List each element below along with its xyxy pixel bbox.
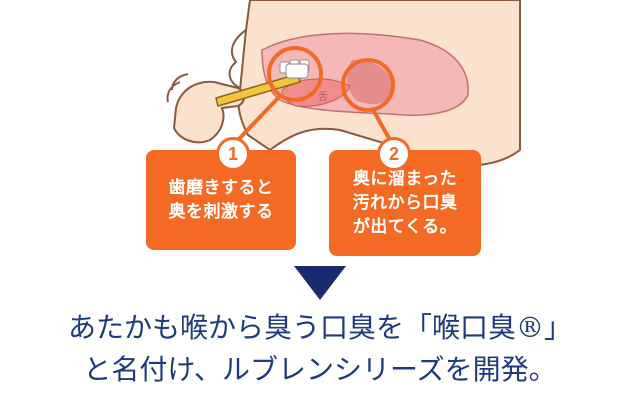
toothbrush-head — [285, 63, 309, 79]
callout-text-2: 奥に溜まった 汚れから口臭 が出てくる。 — [352, 169, 458, 237]
down-triangle-icon — [294, 266, 346, 300]
callout-box-1: 歯磨きすると 奥を刺激する — [146, 150, 296, 250]
connector-line-2 — [370, 107, 392, 141]
throat-area — [347, 59, 394, 105]
tongue-label: 舌 — [318, 91, 328, 103]
lip-contour — [228, 29, 247, 89]
callout-number-2: 2 — [377, 137, 411, 171]
highlight-circle-2 — [341, 58, 395, 112]
headline-line-2: と名付け、ルブレンシリーズを開発。 — [83, 353, 557, 386]
hand-motion-lines — [166, 73, 189, 103]
highlight-circle-1 — [267, 46, 323, 102]
hand-icon — [172, 80, 245, 144]
headline-line-1: あたかも喉から臭う口臭を「喉口臭®」 — [67, 311, 572, 344]
connector-line-1 — [236, 94, 282, 142]
callout-text-1: 歯磨きすると 奥を刺激する — [168, 178, 274, 222]
callout-number-1: 1 — [216, 137, 250, 171]
callout-box-2: 奥に溜まった 汚れから口臭 が出てくる。 — [329, 150, 481, 256]
